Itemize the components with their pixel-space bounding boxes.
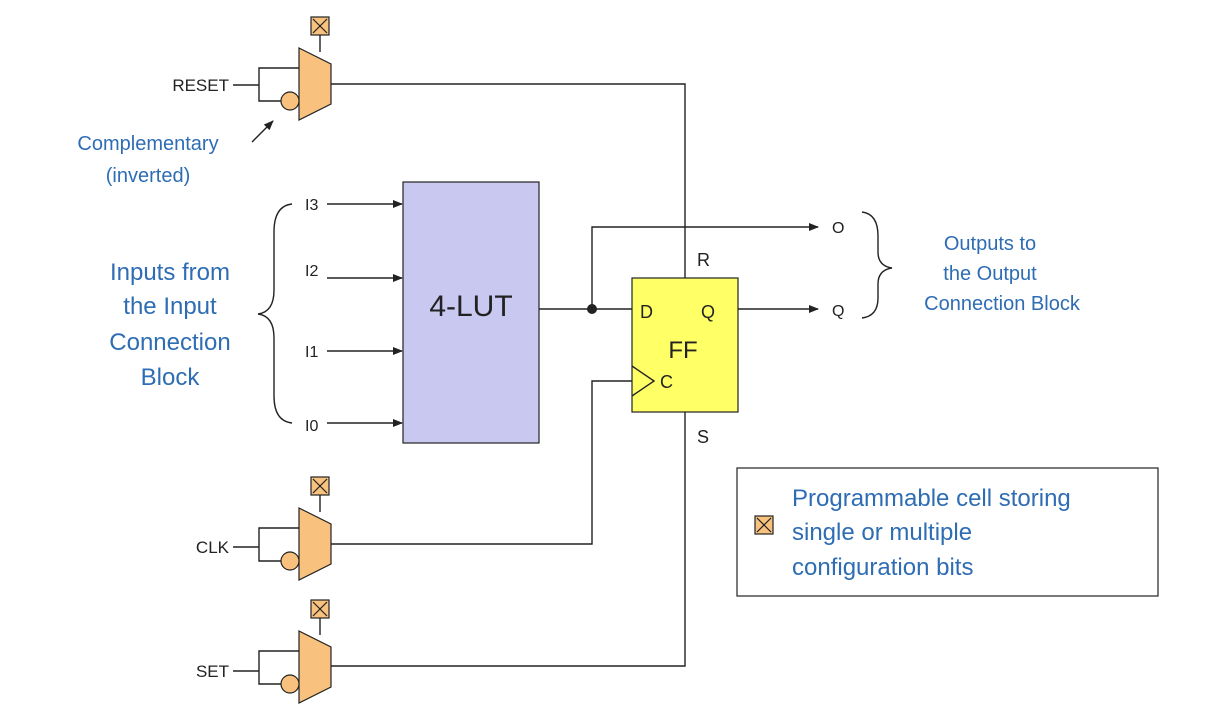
inputs-brace — [257, 203, 293, 424]
complementary-annotation: Complementary (inverted) — [77, 120, 274, 187]
legend-line-2: single or multiple — [792, 519, 972, 546]
set-config-cell-icon — [310, 599, 330, 619]
lut-label: 4-LUT — [429, 290, 512, 323]
svg-text:Complementary: Complementary — [77, 133, 218, 155]
programmable-cell-icon — [754, 515, 774, 535]
ff-pin-c: C — [660, 372, 673, 392]
clk-config-cell-icon — [310, 476, 330, 496]
input-i3-label: I3 — [305, 197, 318, 214]
ff-pin-q: Q — [701, 302, 715, 322]
ff-label: FF — [668, 337, 697, 364]
clk-label: CLK — [196, 538, 230, 557]
ff-pin-r: R — [697, 250, 710, 270]
reset-mux: RESET — [172, 16, 686, 278]
output-q-label: Q — [832, 303, 844, 320]
ff-block: D Q FF C R S Q — [631, 250, 844, 447]
svg-text:Connection Block: Connection Block — [924, 293, 1081, 315]
legend: Programmable cell storing single or mult… — [736, 467, 1159, 597]
outputs-brace — [861, 211, 893, 319]
set-mux: SET — [196, 412, 686, 704]
svg-text:the Input: the Input — [123, 293, 217, 320]
ff-pin-d: D — [640, 302, 653, 322]
clk-mux: CLK — [196, 380, 632, 581]
lut-output-wires: O — [539, 220, 844, 314]
input-i2-label: I2 — [305, 263, 318, 280]
ff-pin-s: S — [697, 427, 709, 447]
legend-line-3: configuration bits — [792, 554, 973, 581]
reset-label: RESET — [172, 76, 229, 95]
inputs-annotation: Inputs from the Input Connection Block — [109, 259, 230, 391]
reset-config-cell-icon — [310, 16, 330, 36]
set-label: SET — [196, 662, 229, 681]
svg-text:Outputs to: Outputs to — [944, 233, 1036, 255]
svg-text:(inverted): (inverted) — [106, 165, 190, 187]
lut-inputs: I3 I2 I1 I0 — [305, 197, 403, 435]
legend-line-1: Programmable cell storing — [792, 485, 1071, 512]
input-i0-label: I0 — [305, 418, 318, 435]
lut-block: 4-LUT — [402, 181, 540, 444]
input-i1-label: I1 — [305, 344, 318, 361]
svg-text:Connection: Connection — [109, 329, 230, 356]
svg-text:Block: Block — [141, 364, 201, 391]
output-o-label: O — [832, 220, 844, 237]
svg-text:the Output: the Output — [943, 263, 1037, 285]
svg-text:Inputs from: Inputs from — [110, 259, 230, 286]
outputs-annotation: Outputs to the Output Connection Block — [924, 233, 1081, 315]
